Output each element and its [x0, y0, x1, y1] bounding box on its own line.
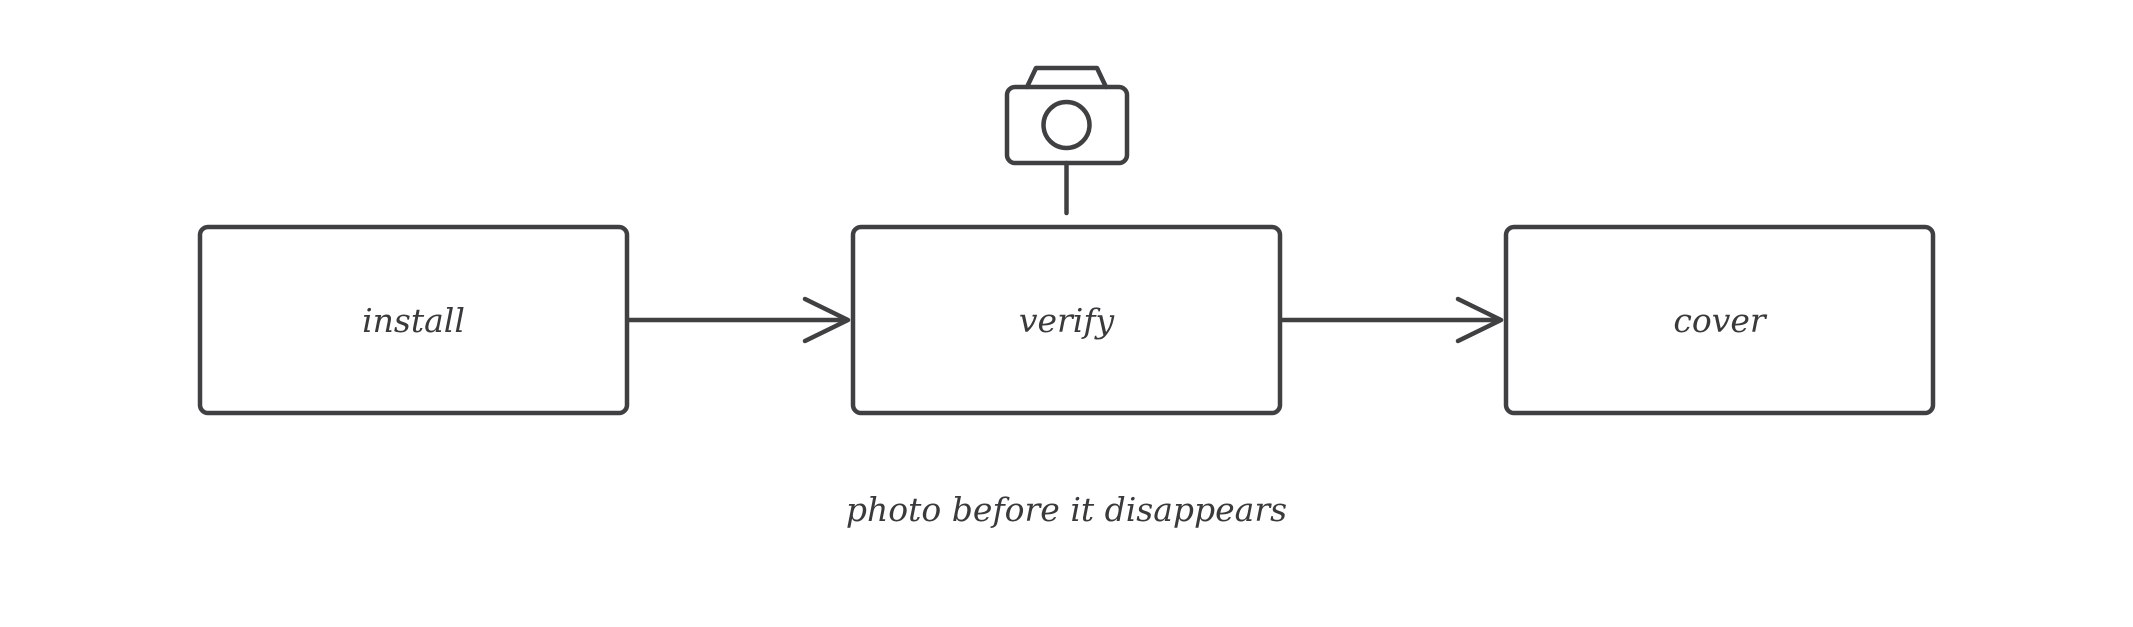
node-install: install	[197, 224, 630, 416]
node-verify: verify	[850, 224, 1283, 416]
node-cover-label: cover	[1673, 301, 1768, 340]
node-install-label: install	[362, 301, 465, 340]
annotation-caption: photo before it disappears	[846, 490, 1287, 529]
camera-icon	[1004, 65, 1130, 166]
edge-install-verify	[626, 296, 851, 344]
node-cover: cover	[1503, 224, 1936, 416]
edge-verify-cover	[1279, 296, 1504, 344]
node-cover-box	[1503, 224, 1936, 416]
edge-verify-cover-arrowhead	[1455, 296, 1504, 344]
camera-annotation	[1004, 65, 1130, 216]
node-verify-label: verify	[1019, 301, 1115, 340]
edge-install-verify-arrowhead	[802, 296, 851, 344]
